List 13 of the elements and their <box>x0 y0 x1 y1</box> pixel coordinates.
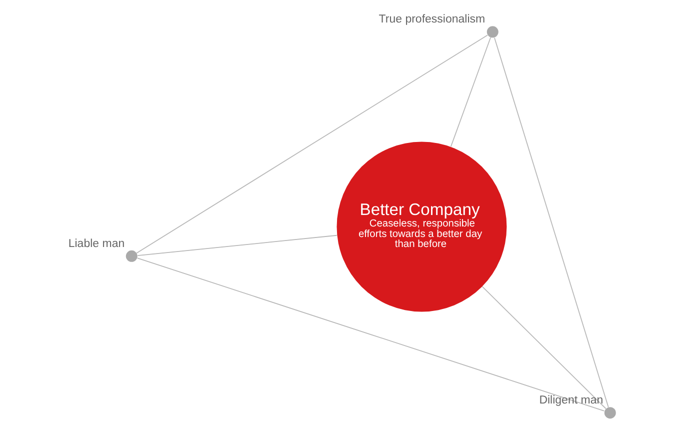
connector <box>450 37 492 148</box>
node-circle <box>486 26 498 38</box>
node-circle <box>604 407 616 419</box>
connector <box>494 37 609 408</box>
node-circle <box>126 250 138 262</box>
connector <box>482 286 606 410</box>
node-label: Liable man <box>68 238 125 250</box>
connector <box>137 234 338 256</box>
node-label: True professionalism <box>378 14 486 26</box>
connector <box>136 258 605 412</box>
connector <box>136 34 488 254</box>
node-circle: Better Company Ceaseless, responsible efforts towards a better day than before <box>336 142 507 312</box>
node-label: Diligent man <box>539 394 604 407</box>
